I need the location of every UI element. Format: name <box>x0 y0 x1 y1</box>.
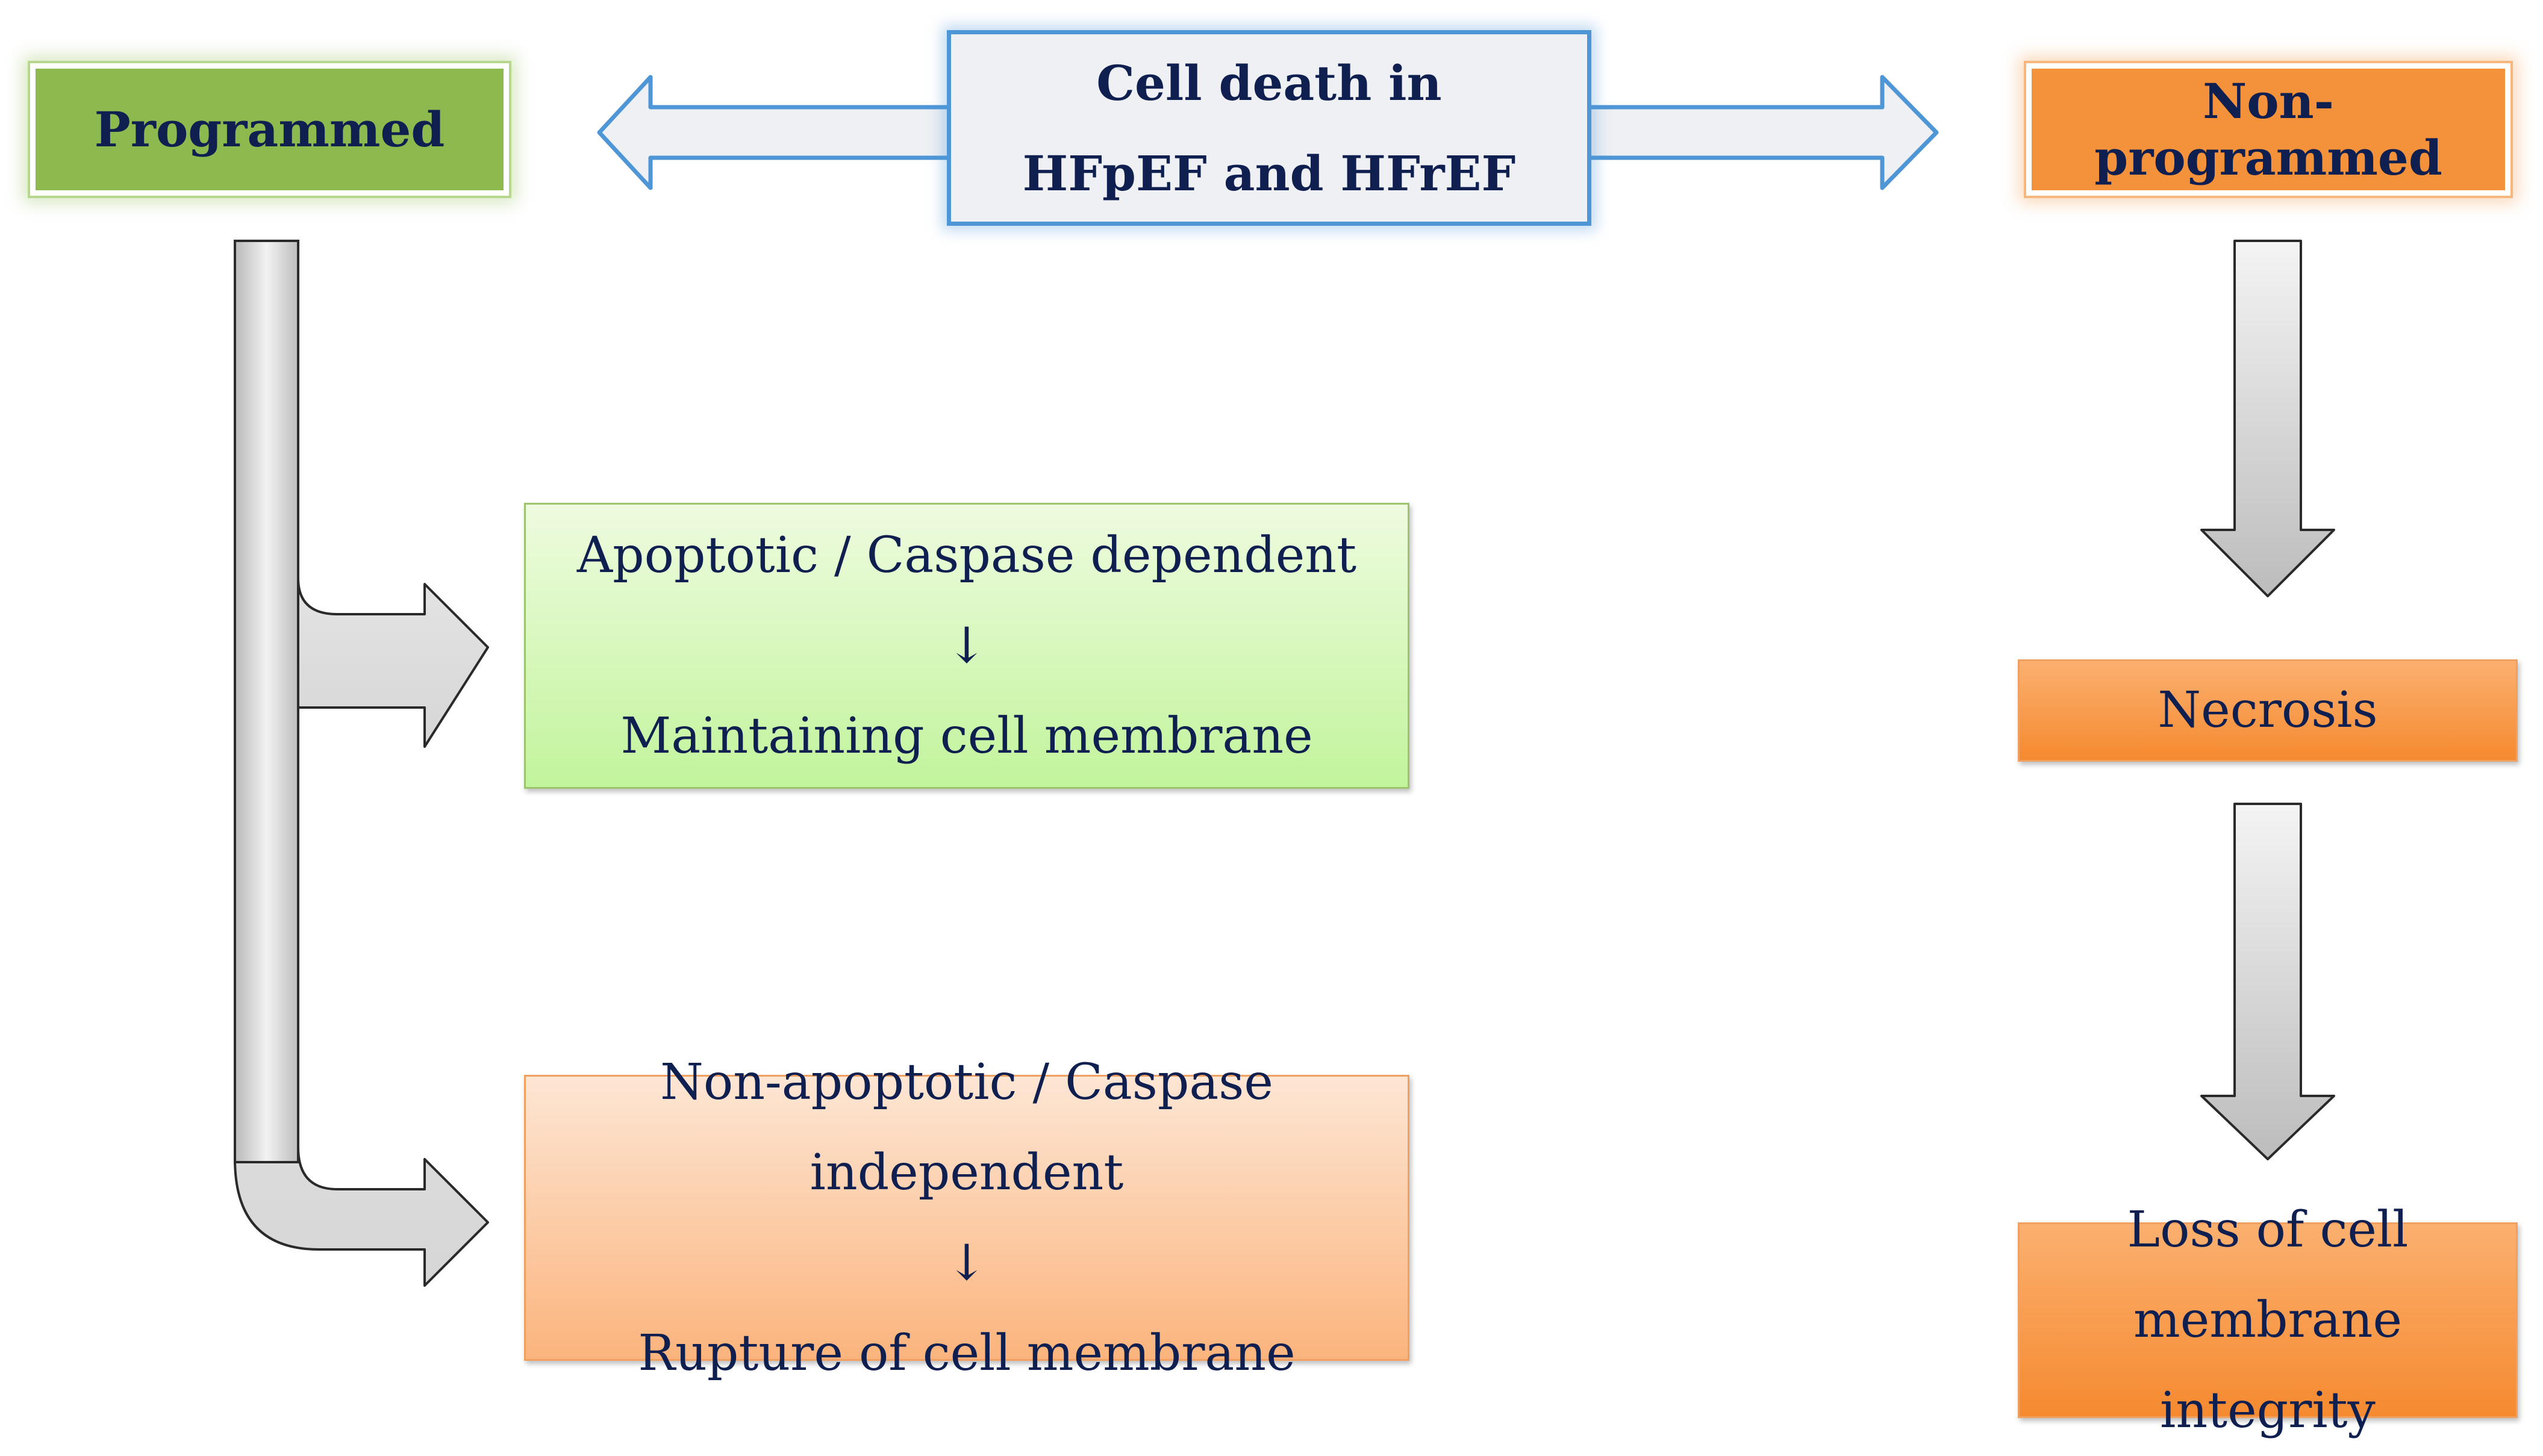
non-apoptotic-title: Non-apoptotic / Caspase independent <box>660 1053 1273 1201</box>
apoptotic-arrow: ↓ <box>946 617 988 674</box>
down-arrow-to-necrosis <box>2200 240 2335 597</box>
non-programmed-label: Non-programmed <box>2094 73 2442 186</box>
apoptotic-title: Apoptotic / Caspase dependent <box>576 526 1357 584</box>
non-programmed-box: Non-programmed <box>2026 63 2510 196</box>
non-apoptotic-arrow: ↓ <box>946 1234 988 1292</box>
loss-line-1: Loss of cell <box>2127 1201 2409 1258</box>
non-apoptotic-box: Non-apoptotic / Caspase independent ↓ Ru… <box>524 1054 1409 1382</box>
programmed-label: Programmed <box>94 101 445 158</box>
down-arrow-to-loss <box>2200 803 2335 1160</box>
apoptotic-result: Maintaining cell membrane <box>620 707 1313 765</box>
loss-line-2: membrane integrity <box>2133 1291 2402 1439</box>
loss-of-membrane-box: Loss of cell membrane integrity <box>2018 1201 2518 1439</box>
necrosis-box: Necrosis <box>2018 659 2518 762</box>
programmed-box: Programmed <box>30 63 509 196</box>
vertical-stem <box>234 240 299 1163</box>
cell-death-box: Cell death in HFpEF and HFrEF <box>947 30 1591 226</box>
cell-death-line-1: Cell death in <box>1096 54 1442 111</box>
necrosis-label: Necrosis <box>2158 682 2378 739</box>
non-apoptotic-result: Rupture of cell membrane <box>638 1324 1296 1382</box>
cell-death-line-2: HFpEF and HFrEF <box>1022 145 1516 202</box>
apoptotic-box: Apoptotic / Caspase dependent ↓ Maintain… <box>524 503 1409 789</box>
